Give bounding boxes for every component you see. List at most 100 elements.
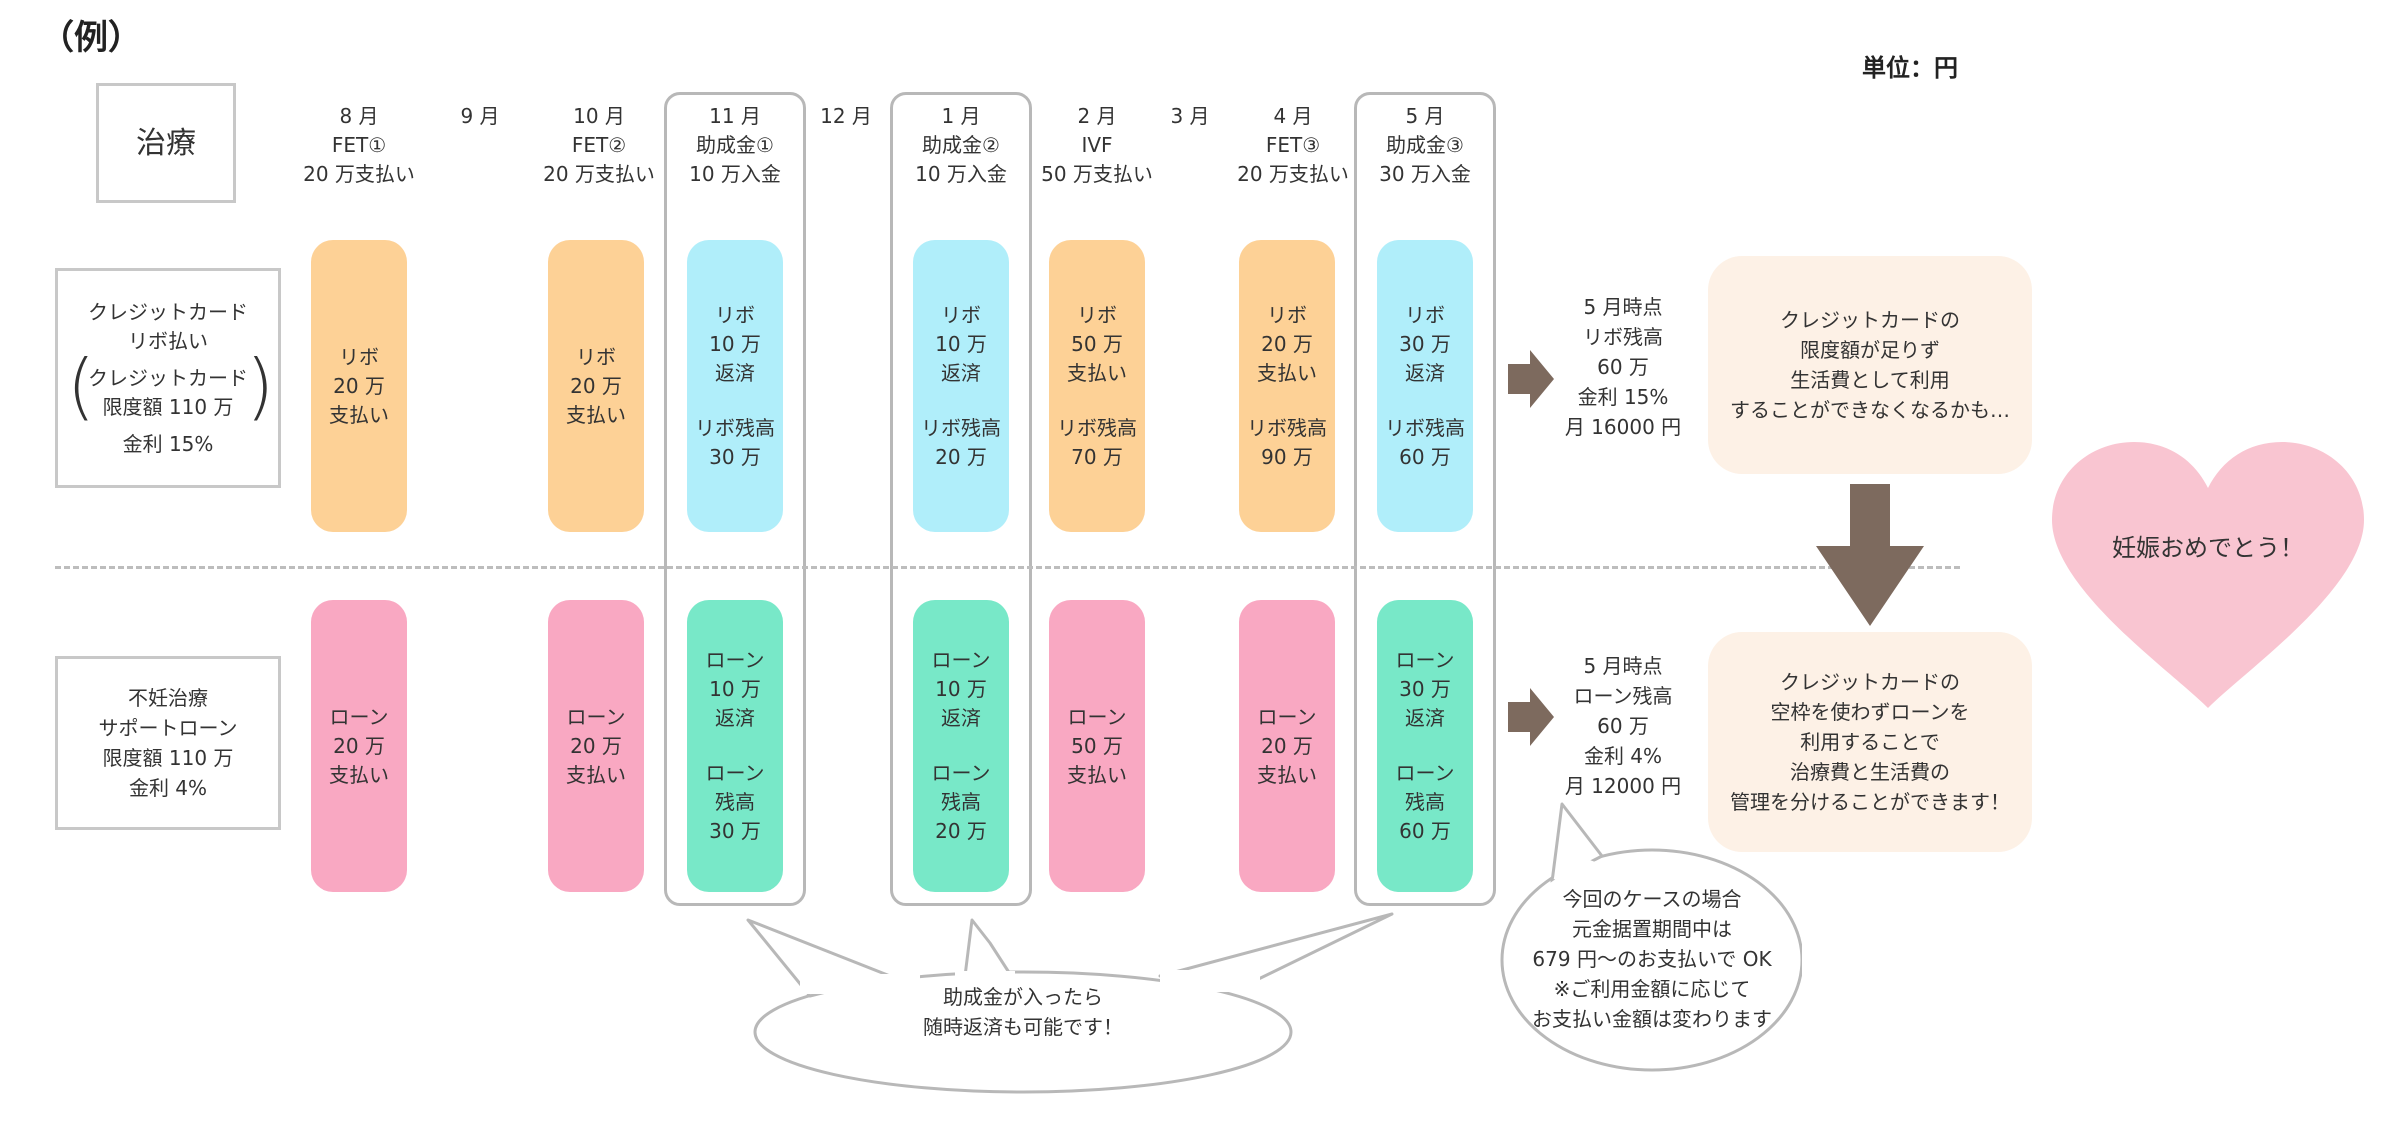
month-header-line: 20 万支払い (543, 162, 655, 186)
credit-pill-text: リボ (576, 344, 616, 369)
loan-pill-text: 20 万 (1261, 733, 1313, 758)
credit-pill-balance: リボ残高 (1247, 415, 1327, 440)
month-header-line: FET② (571, 133, 627, 157)
credit-pill-balance: 20 万 (935, 444, 987, 469)
loan-pill-text: 返済 (715, 706, 755, 730)
loan-pill-text: ローン (1395, 648, 1455, 672)
credit-pill-text: リボ (715, 302, 755, 327)
right-paren: ) (246, 344, 275, 428)
credit-pill-text: 支払い (329, 402, 389, 427)
credit-pill: リボ 20 万支払い (548, 240, 644, 532)
loan-note-line: 管理を分けることができます！ (1730, 790, 2010, 814)
loan-note-line: 治療費と生活費の (1790, 760, 1950, 784)
month-header-line: 2 月 (1077, 104, 1117, 128)
case-speech-bubble (1500, 802, 1802, 1072)
loan-pill-text: 20 万 (570, 733, 622, 758)
month-header-line: 11 月 (709, 104, 761, 128)
credit-summary-line: 60 万 (1597, 355, 1649, 379)
loan-pill-text: 支払い (1257, 762, 1317, 787)
case-bubble-line: 679 円～のお支払いで OK (1532, 947, 1772, 971)
congrats-text: 妊娠おめでとう！ (2112, 534, 2304, 562)
month-header-line: 20 万支払い (1237, 162, 1349, 186)
loan-summary-line: 5 月時点 (1583, 654, 1663, 678)
credit-header-line1: クレジットカード (88, 299, 248, 324)
loan-pill-balance: ローン (705, 761, 765, 785)
treatment-header: 治療 (96, 83, 236, 203)
row-divider (55, 566, 1960, 569)
month-header-line: 5 月 (1405, 104, 1445, 128)
left-paren: ( (67, 344, 96, 428)
credit-header-inner1: クレジットカード (88, 365, 248, 390)
loan-pill-text: 30 万 (1399, 677, 1451, 701)
loan-pill-text: ローン (566, 704, 626, 729)
month-header-line: FET① (331, 133, 387, 157)
loan-summary-line: 月 12000 円 (1564, 774, 1682, 798)
credit-note-line: クレジットカードの (1780, 308, 1960, 332)
highlight-frame-may (1354, 92, 1496, 906)
credit-summary-line: リボ残高 (1583, 325, 1663, 349)
down-arrow-icon (1816, 484, 1924, 626)
credit-pill-text: 20 万 (333, 373, 385, 398)
loan-note-line: クレジットカードの (1780, 670, 1960, 694)
credit-note-line: 限度額が足りず (1800, 338, 1940, 362)
credit-pill-text: 支払い (566, 402, 626, 427)
loan-pill-balance: 30 万 (709, 819, 761, 843)
credit-pill: リボ 20 万支払い (311, 240, 407, 532)
credit-summary-line: 月 16000 円 (1564, 415, 1682, 439)
credit-note-line: 生活費として利用 (1790, 368, 1950, 392)
unit-label: 単位：円 (1862, 54, 1958, 82)
month-header-line: 助成金① (696, 133, 774, 157)
loan-pill-balance: 残高 (715, 790, 755, 814)
credit-pill-text: 20 万 (1261, 331, 1313, 356)
loan-pill-text: 返済 (941, 706, 981, 730)
credit-note-line: することができなくなるかも… (1730, 398, 2010, 422)
loan-pill-text: ローン (329, 704, 389, 729)
credit-pill-text: 20 万 (570, 373, 622, 398)
month-column-header: 12 月 (771, 102, 921, 131)
month-header-line: 9 月 (460, 104, 500, 128)
month-header-line: 助成金③ (1386, 133, 1464, 157)
credit-arrow-icon (1508, 350, 1554, 408)
loan-header-line: サポートローン (98, 716, 238, 740)
credit-summary-line: 5 月時点 (1583, 295, 1663, 319)
loan-arrow-icon (1508, 688, 1554, 746)
loan-summary-line: 金利 4% (1583, 744, 1663, 768)
credit-pill-text: 支払い (1257, 360, 1317, 385)
credit-pill-balance: 60 万 (1399, 444, 1451, 469)
credit-pill-text: リボ (1077, 302, 1117, 327)
credit-pill-text: リボ (339, 344, 379, 369)
loan-pill-text: ローン (1067, 704, 1127, 729)
credit-header-inner2: 限度額 110 万 (102, 394, 234, 419)
page-title: （例） (40, 18, 142, 58)
credit-pill-balance: リボ残高 (1385, 415, 1465, 440)
loan-row-header: 不妊治療サポートローン限度額 110 万金利 4% (55, 656, 281, 830)
case-bubble-line: 元金据置期間中は (1572, 917, 1732, 941)
credit-pill-text: 支払い (1067, 360, 1127, 385)
loan-pill-text: ローン (1257, 704, 1317, 729)
grant-bubble-line: 助成金が入ったら (943, 985, 1103, 1009)
credit-pill-balance: 90 万 (1261, 444, 1313, 469)
grant-bubble-line: 随時返済も可能です！ (923, 1015, 1123, 1039)
heart-icon (2052, 442, 2364, 708)
loan-note-line: 空枠を使わずローンを (1770, 700, 1970, 724)
credit-pill-text: リボ (941, 302, 981, 327)
loan-pill-balance: 20 万 (935, 819, 987, 843)
loan-pill-text: 10 万 (935, 677, 987, 701)
grant-bubble-text: 助成金が入ったら随時返済も可能です！ (840, 982, 1206, 1042)
loan-pill-balance: ローン (1395, 761, 1455, 785)
credit-pill-text: リボ (1405, 302, 1445, 327)
month-header-line: 3 月 (1170, 104, 1210, 128)
month-header-line: 4 月 (1273, 104, 1313, 128)
